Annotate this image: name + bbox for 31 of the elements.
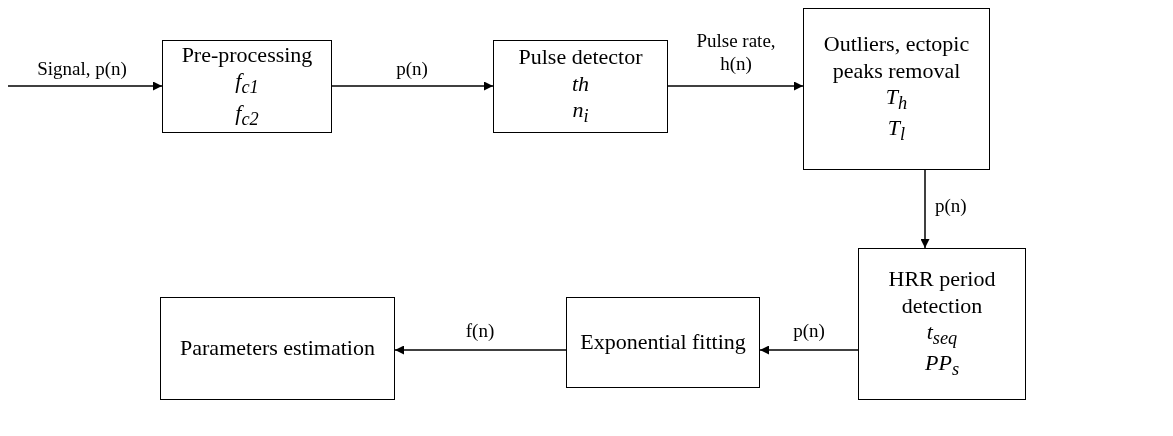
edge-label: f(n) <box>465 320 495 343</box>
process-box <box>803 8 990 170</box>
parameter-symbol: t$_{seq}$ <box>926 319 958 351</box>
arrow <box>920 169 930 249</box>
edge-label: p(n) <box>793 320 825 343</box>
box-title: Parameters estimation <box>180 335 375 362</box>
process-box <box>160 297 395 400</box>
parameter-symbol: n$_{i}$ <box>572 97 589 129</box>
process-box <box>566 297 760 388</box>
edge-label: Signal, p(n) <box>37 58 127 81</box>
box-title: Pre-processing <box>181 41 313 69</box>
box-title: Pulse detector <box>518 44 643 71</box>
process-box <box>162 40 332 133</box>
arrow <box>394 345 567 355</box>
arrow <box>331 81 494 91</box>
parameter-symbol: T$_{h}$ <box>885 84 908 116</box>
parameter-symbol: PP$_{s}$ <box>925 350 959 382</box>
arrow <box>759 345 859 355</box>
arrow <box>667 81 804 91</box>
process-box <box>858 248 1026 400</box>
parameter-symbol: T$_{l}$ <box>887 115 906 147</box>
edge-label: p(n) <box>396 58 428 81</box>
parameter-symbol: th <box>571 70 590 98</box>
process-box <box>493 40 668 133</box>
parameter-symbol: f$_{c2}$ <box>235 99 259 132</box>
edge-label: p(n) <box>935 195 967 218</box>
arrow <box>7 81 163 91</box>
parameter-symbol: f$_{c1}$ <box>235 68 259 100</box>
box-title: Outliers, ectopic peaks removal <box>822 31 971 84</box>
box-title: Exponential fitting <box>580 329 746 356</box>
edge-label: Pulse rate, h(n) <box>695 30 777 76</box>
